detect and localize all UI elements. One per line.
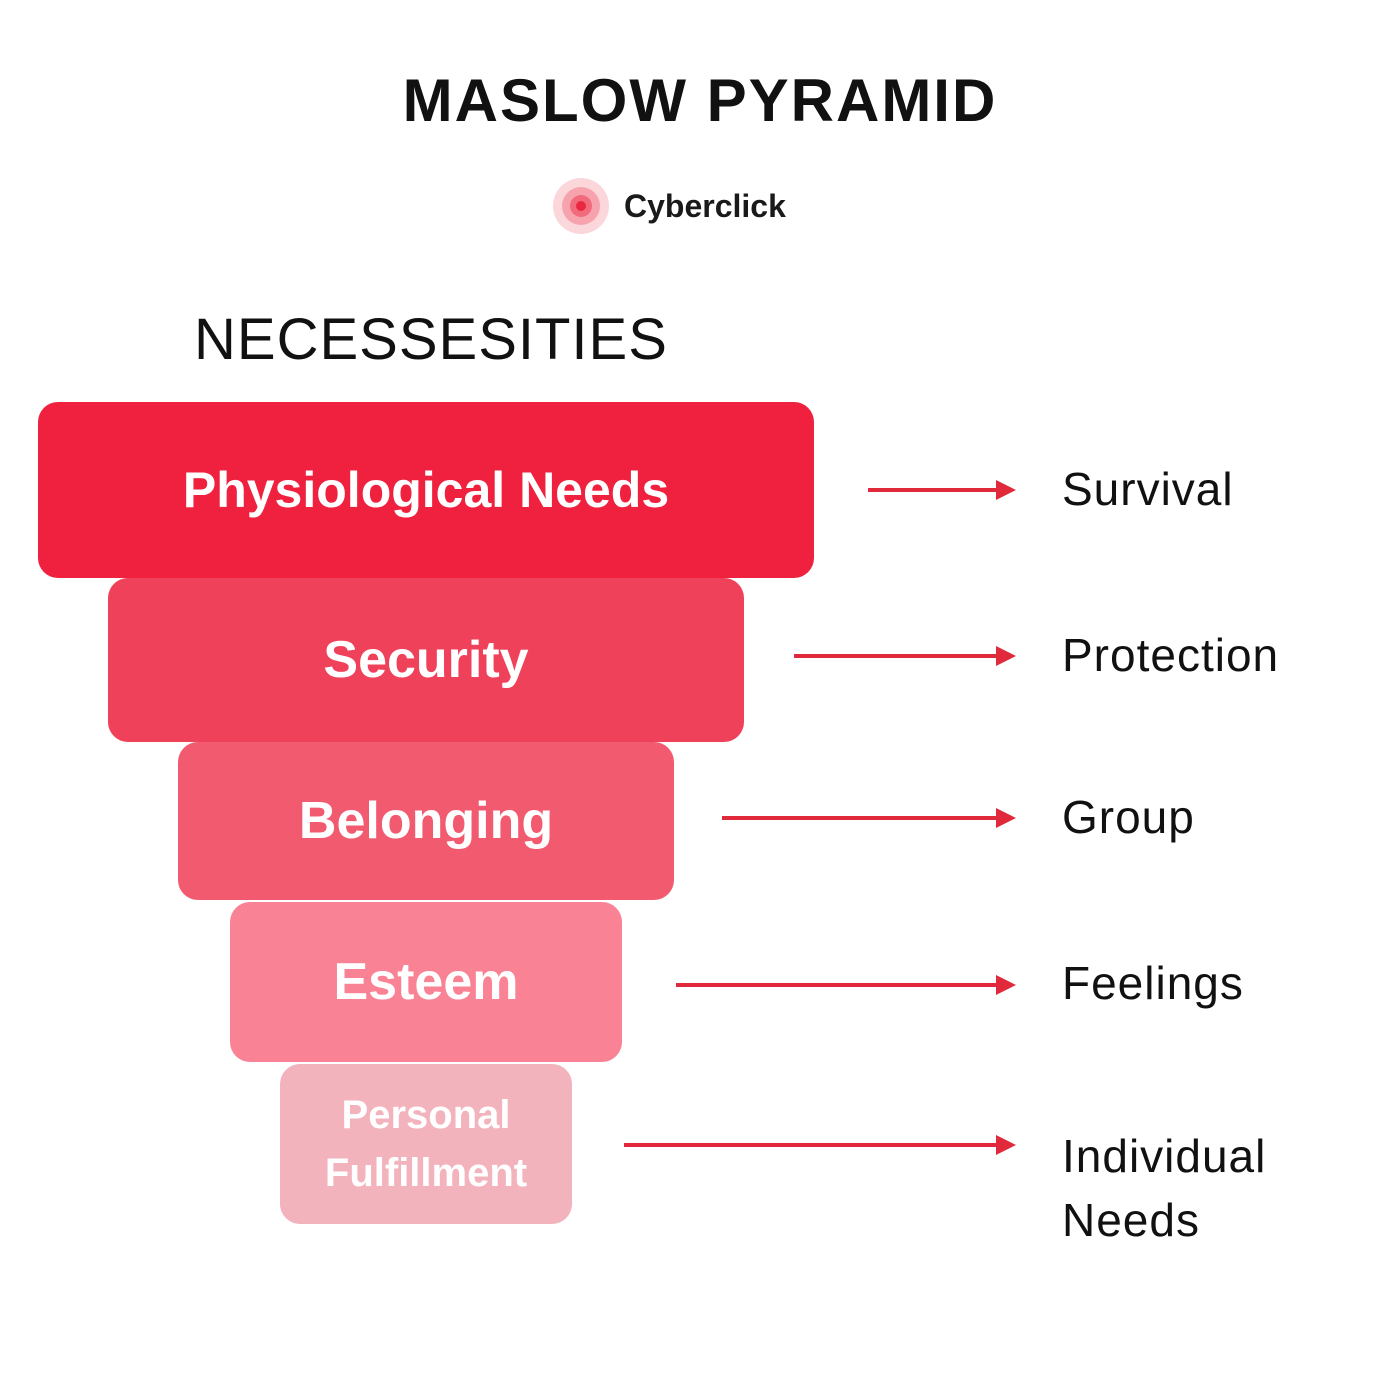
result-individual-needs: Individual Needs	[1062, 1130, 1267, 1246]
level-label: Esteem	[333, 953, 519, 1011]
level-label: Personal Fulfillment	[324, 1093, 528, 1195]
result-survival: Survival	[1062, 463, 1234, 515]
arrow-right-icon	[676, 975, 1016, 995]
arrow-right-icon	[722, 808, 1016, 828]
level-physiological-needs: Physiological Needs	[38, 402, 814, 578]
level-esteem: Esteem	[230, 902, 622, 1062]
arrow-right-icon	[868, 480, 1016, 500]
brand-name: Cyberclick	[624, 187, 786, 224]
level-label: Belonging	[298, 792, 554, 850]
page-title: MASLOW PYRAMID	[402, 67, 998, 134]
level-belonging: Belonging	[178, 742, 674, 900]
brand: Cyberclick	[552, 176, 786, 236]
result-protection: Protection	[1062, 629, 1280, 681]
result-feelings: Feelings	[1062, 957, 1244, 1009]
result-group: Group	[1062, 791, 1195, 843]
level-security: Security	[108, 578, 744, 742]
arrow-right-icon	[794, 646, 1016, 666]
level-label: Security	[323, 631, 529, 689]
level-personal-fulfillment: Personal Fulfillment	[280, 1064, 572, 1224]
section-heading: NECESSESITIES	[194, 307, 668, 372]
target-icon	[553, 178, 609, 234]
level-label: Physiological Needs	[182, 462, 670, 518]
arrow-right-icon	[624, 1135, 1016, 1155]
